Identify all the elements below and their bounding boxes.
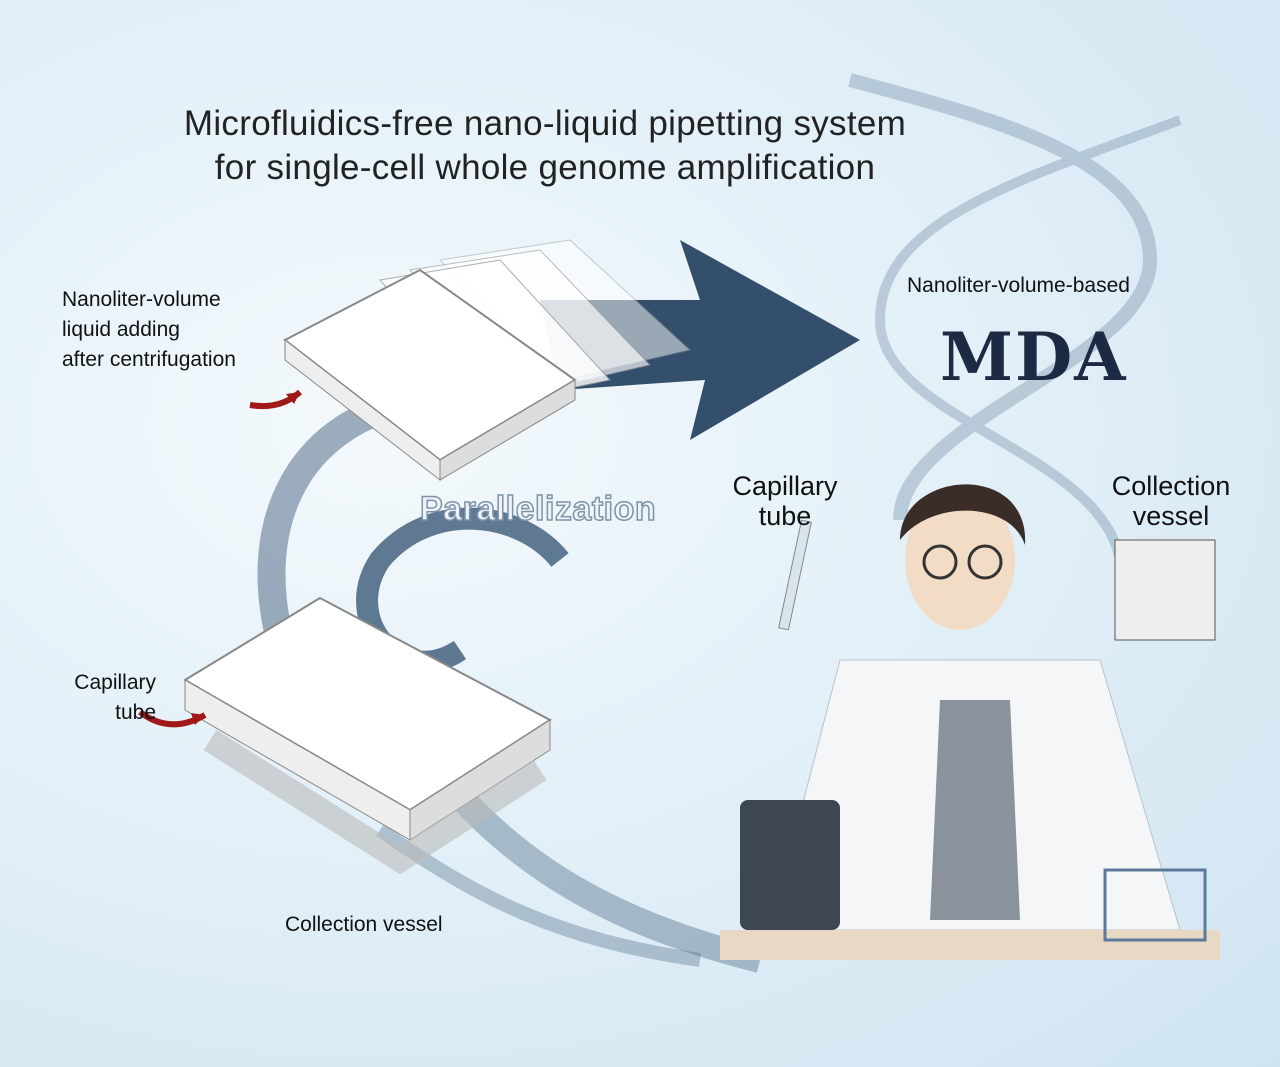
bottom-plate <box>183 596 552 875</box>
scientist-illustration <box>720 484 1220 960</box>
nanoliter-adding-label: Nanoliter-volume liquid adding after cen… <box>62 285 236 375</box>
label-line: tube <box>115 701 156 724</box>
top-plate-stack <box>283 239 692 482</box>
label-line: vessel <box>1132 501 1210 531</box>
capillary-tube-label-right: Capillary tube <box>715 471 855 531</box>
mda-label: MDA <box>940 318 1128 396</box>
dna-helix <box>848 73 1182 562</box>
label-line: liquid adding <box>62 318 180 341</box>
label-line: after centrifugation <box>62 348 236 371</box>
title-line-1: Microfluidics-free nano-liquid pipetting… <box>183 104 907 143</box>
label-line: Nanoliter-volume <box>62 288 221 311</box>
label-line: Capillary <box>74 671 156 694</box>
label-line: tube <box>758 501 812 531</box>
capillary-tube-label-left: Capillary tube <box>62 668 156 728</box>
collection-vessel-label-right: Collection vessel <box>1095 471 1247 531</box>
title: Microfluidics-free nano-liquid pipetting… <box>0 102 1090 190</box>
collection-vessel-label: Collection vessel <box>285 913 443 936</box>
title-line-2: for single-cell whole genome amplificati… <box>214 148 876 187</box>
label-line: Collection <box>1111 471 1231 501</box>
arrow-icon <box>540 240 860 440</box>
label-line: Capillary <box>732 471 838 501</box>
parallelization-label: Parallelization <box>419 489 657 529</box>
nanoliter-based-label: Nanoliter-volume-based <box>907 274 1130 297</box>
